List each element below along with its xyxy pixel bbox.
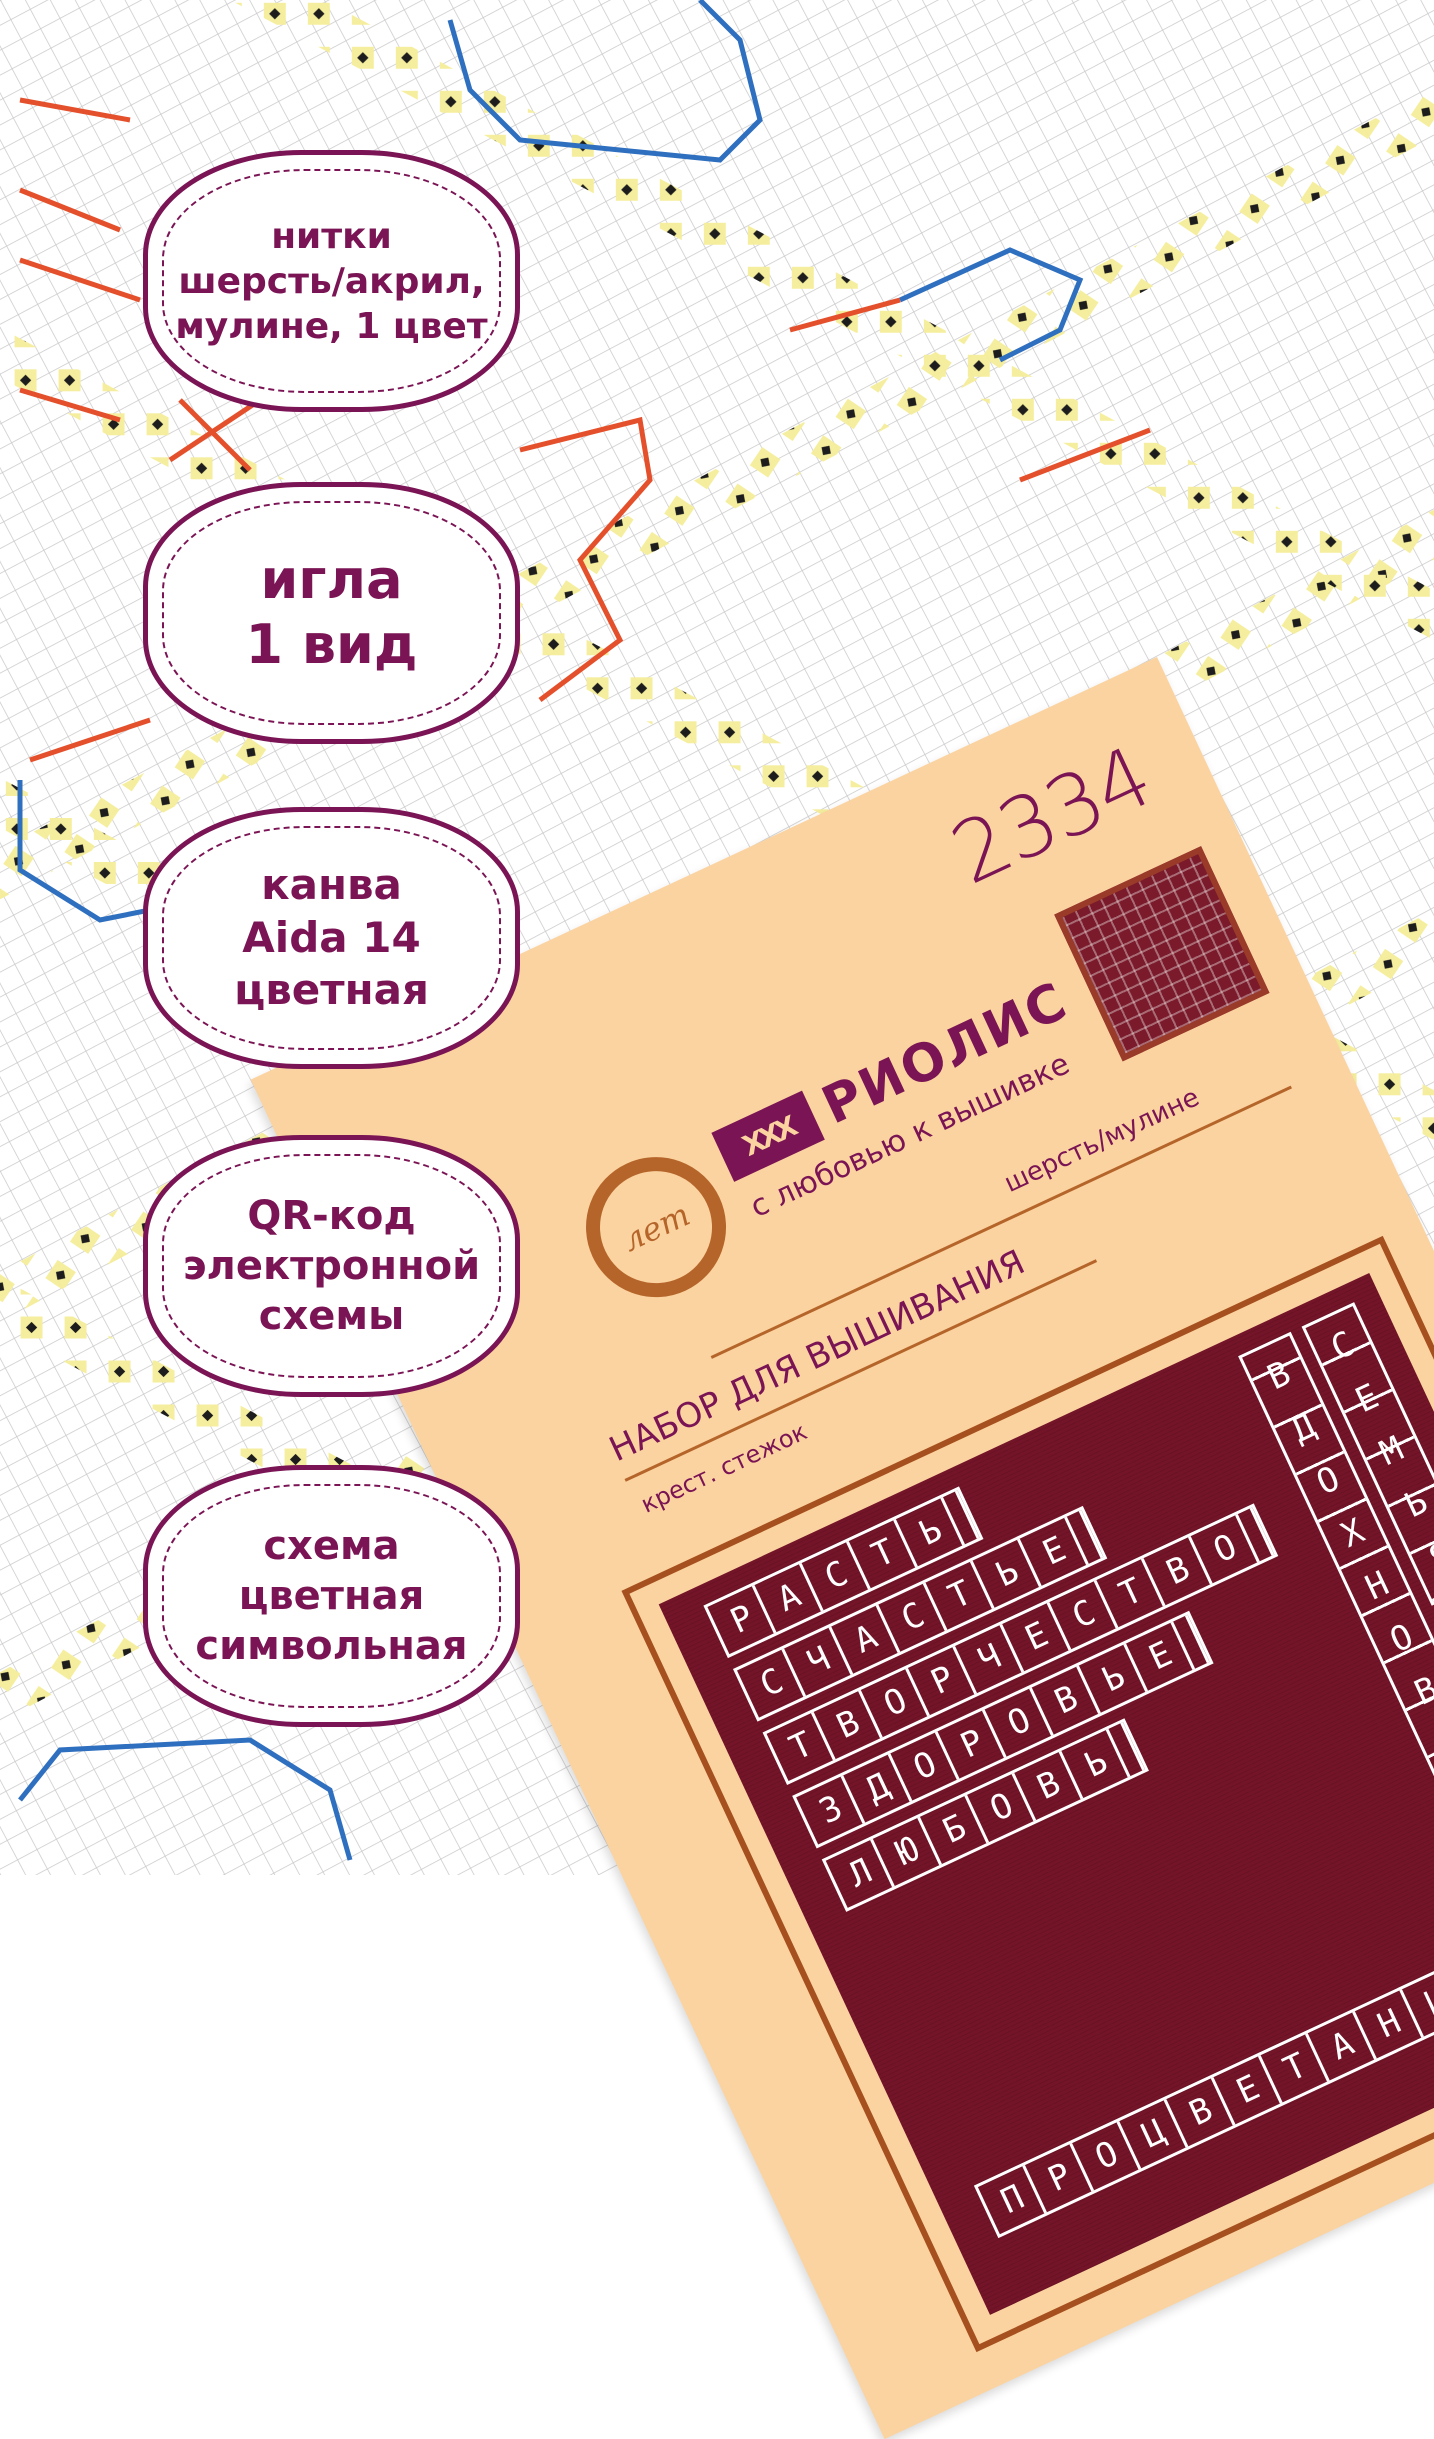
- badge-text: игла: [260, 548, 403, 612]
- badge-text: электронной: [182, 1243, 481, 1289]
- letter-word: ПРОЦВЕТАНИЕ: [973, 1934, 1434, 2239]
- seal-text: лет: [616, 1195, 696, 1260]
- badge-text: символьная: [195, 1623, 468, 1669]
- article-number: 2334: [937, 727, 1166, 904]
- badge-text: схема: [263, 1523, 400, 1569]
- design-thumbnail: [1054, 846, 1270, 1062]
- badge-text: цветная: [238, 1573, 425, 1619]
- badge-text: нитки: [271, 215, 392, 257]
- badge-text: Aida 14: [242, 912, 421, 962]
- badge-text: канва: [261, 860, 402, 910]
- badge-text: QR-код: [247, 1193, 416, 1239]
- anniversary-seal-logo: лет: [562, 1134, 750, 1321]
- badge-text: шерсть/акрил,: [178, 260, 485, 302]
- badge-text: схемы: [258, 1293, 405, 1339]
- badge-text: мулине, 1 цвет: [175, 305, 488, 347]
- badge-text: цветная: [234, 965, 429, 1015]
- badge-text: 1 вид: [245, 613, 418, 676]
